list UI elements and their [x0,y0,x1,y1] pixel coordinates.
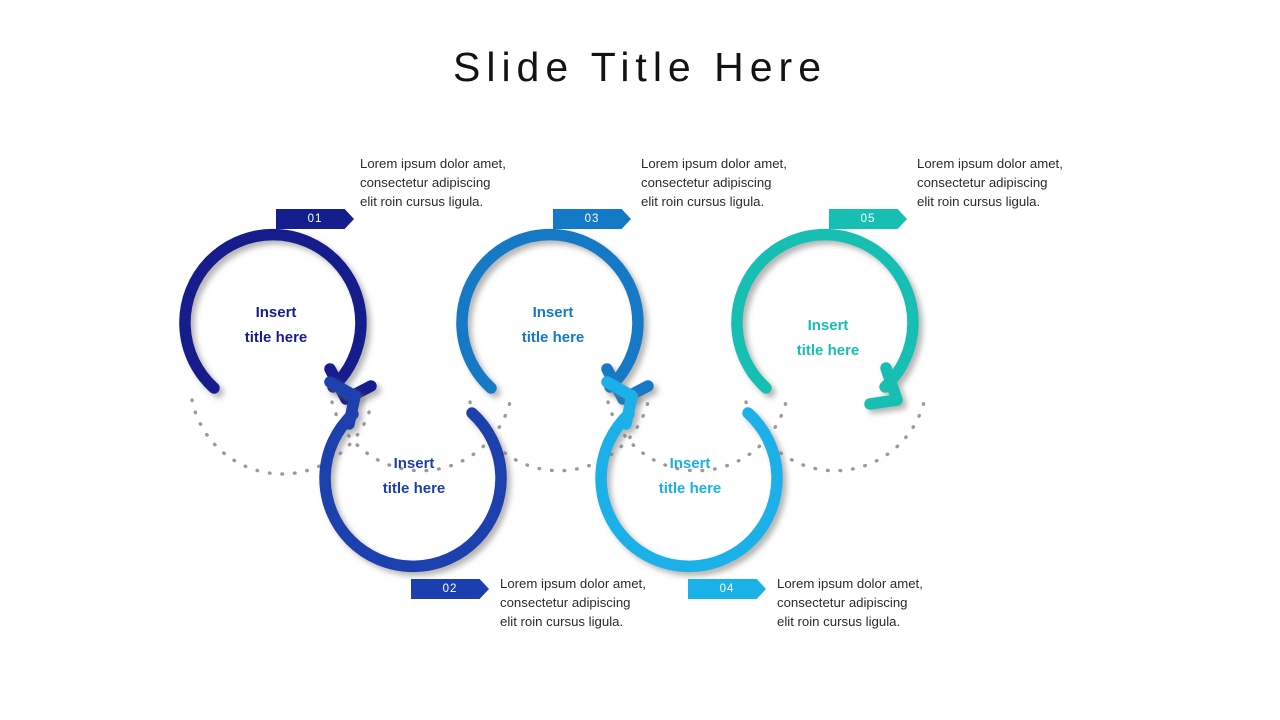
step-badge-01[interactable]: 01 [276,209,354,229]
step-title-01: Insert title here [201,300,351,350]
step-title-02: Insert title here [339,451,489,501]
step-description-05: Lorem ipsum dolor amet, consectetur adip… [917,156,1063,210]
step-ring-05 [731,228,919,394]
step-title-03: Insert title here [478,300,628,350]
step-title-02-line2: title here [382,480,446,497]
step-description-03: Lorem ipsum dolor amet, consectetur adip… [641,156,787,210]
step-badge-03[interactable]: 03 [553,209,631,229]
dotted-connectors [190,398,926,476]
step-title-05: Insert title here [753,313,903,363]
step-arrowhead-01 [324,363,377,405]
step-title-05-line2: title here [796,342,860,359]
step-description-04: Lorem ipsum dolor amet, consectetur adip… [777,576,923,630]
step-title-05-line1: Insert [807,317,849,334]
step-title-04-line2: title here [658,480,722,497]
step-title-01-line2: title here [244,329,308,346]
step-arrowhead-02 [324,376,361,430]
step-title-04-line1: Insert [669,455,711,472]
page-title: Slide Title Here [452,44,827,90]
step-title-04: Insert title here [615,451,765,501]
step-badge-04[interactable]: 04 [688,579,766,599]
step-arrowhead-05 [864,362,903,410]
step-title-03-line2: title here [521,329,585,346]
step-description-02: Lorem ipsum dolor amet, consectetur adip… [500,576,646,630]
step-title-01-line1: Insert [255,304,297,321]
step-arrowhead-03 [601,363,654,405]
dotted-arc-5 [744,400,926,473]
step-badge-02[interactable]: 02 [411,579,489,599]
step-arrowhead-04 [601,376,638,430]
step-description-01: Lorem ipsum dolor amet, consectetur adip… [360,156,506,210]
step-title-03-line1: Insert [532,304,574,321]
step-title-02-line1: Insert [393,455,435,472]
step-badge-05[interactable]: 05 [829,209,907,229]
